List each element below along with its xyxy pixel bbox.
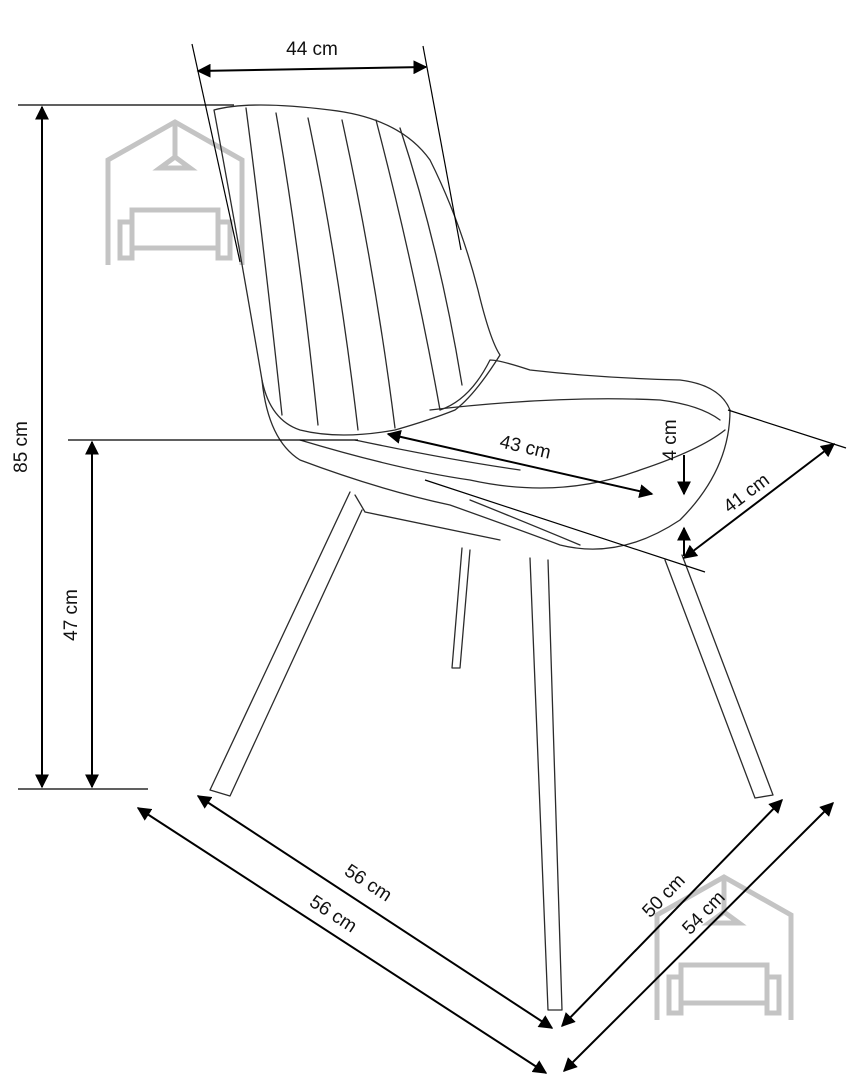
dim-depth-outer (136, 807, 548, 1074)
dim-width-inner (561, 798, 783, 1028)
dim-seat-height (68, 439, 358, 789)
label-total-height: 85 cm (11, 421, 32, 473)
leg-front-right (664, 554, 774, 799)
dim-depth-inner (196, 795, 554, 1029)
label-width-inner: 50 cm (639, 870, 690, 922)
label-seat-depth: 43 cm (498, 432, 553, 464)
dim-total-height (18, 104, 234, 790)
leg-front-left (209, 491, 363, 797)
label-backrest-width: 44 cm (286, 39, 338, 60)
label-seat-thickness: 4 cm (660, 419, 681, 460)
label-depth-inner: 56 cm (341, 860, 396, 906)
leg-back-left (451, 547, 471, 669)
dim-seat-depth (386, 429, 706, 573)
watermark-logo-top (105, 119, 245, 265)
backrest-shell (213, 104, 501, 436)
dim-seat-width (682, 409, 847, 559)
dim-backrest-width (191, 43, 462, 263)
leg-front-center (529, 557, 563, 1011)
chair-outline (209, 104, 774, 1011)
label-depth-outer: 56 cm (306, 891, 361, 937)
label-seat-height: 47 cm (61, 589, 82, 641)
dim-width-outer (563, 802, 834, 1072)
